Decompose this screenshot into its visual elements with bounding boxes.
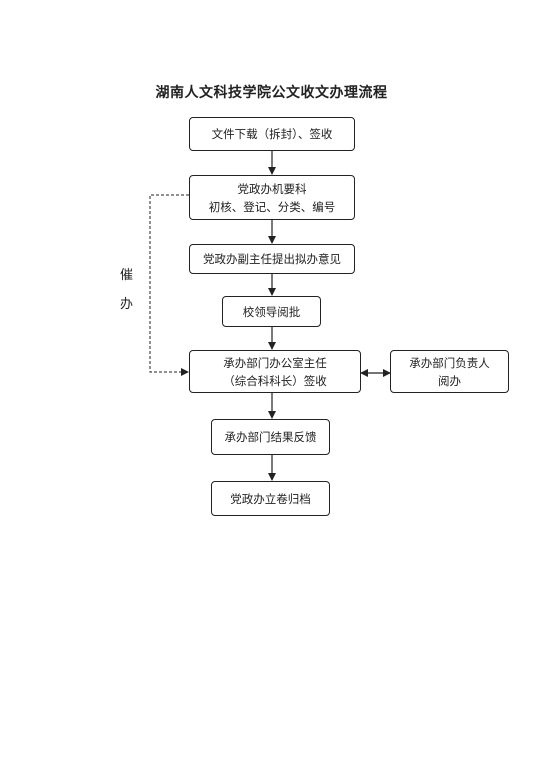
dashed-urge-loop [149,194,189,376]
node-party-office-confidential: 党政办机要科 初核、登记、分类、编号 [189,175,355,220]
node-dept-office-director: 承办部门办公室主任 （综合科科长）签收 [189,350,361,393]
side-label-urge-1: 催 [120,268,134,283]
side-label-urge-2: 办 [120,297,134,312]
node-school-leader-review: 校领导阅批 [222,296,321,327]
node-deputy-director-opinion: 党政办副主任提出拟办意见 [189,244,355,274]
node-dept-head-review: 承办部门负责人 阅办 [390,350,509,393]
node-download-sign: 文件下载（拆封）、签收 [189,117,355,151]
page-title: 湖南人文科技学院公文收文办理流程 [155,85,388,101]
node-archive: 党政办立卷归档 [211,481,330,516]
node-result-feedback: 承办部门结果反馈 [211,419,330,455]
